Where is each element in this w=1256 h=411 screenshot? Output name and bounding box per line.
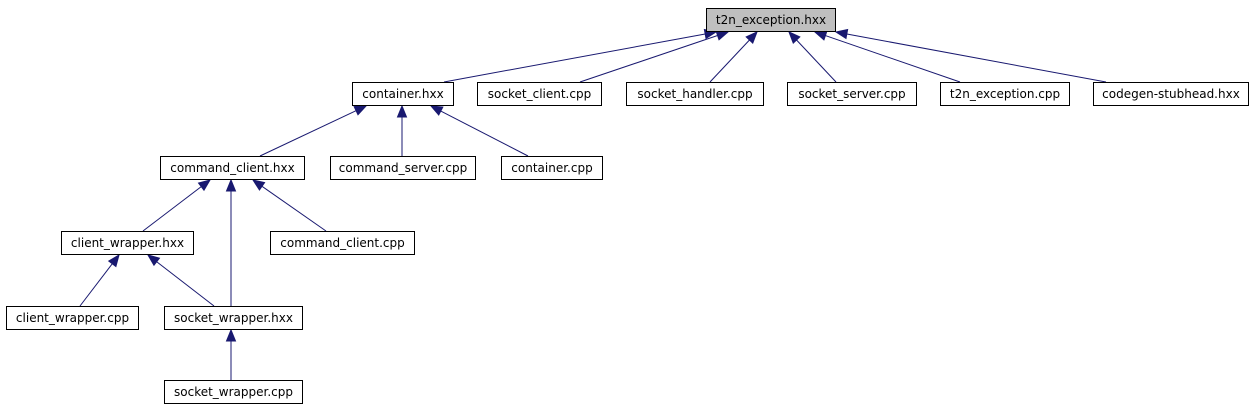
node-t2n-exception-hxx: t2n_exception.hxx <box>706 8 836 32</box>
arrowhead-icon <box>429 105 444 116</box>
edge-line <box>796 39 837 83</box>
node-socket-wrapper-hxx[interactable]: socket_wrapper.hxx <box>164 306 303 330</box>
arrowhead-icon <box>715 30 730 41</box>
edge-client-wrapper-cpp-to-client-wrapper-hxx <box>79 253 120 307</box>
node-command-client-hxx[interactable]: command_client.hxx <box>160 156 305 180</box>
edge-command-client-cpp-to-command-client-hxx <box>251 179 327 232</box>
edge-line <box>142 186 202 232</box>
node-command-client-cpp[interactable]: command_client.cpp <box>270 231 415 255</box>
arrowhead-icon <box>197 179 212 192</box>
edge-container-hxx-to-t2n-exception-hxx <box>443 28 718 83</box>
edge-container-cpp-to-container-hxx <box>429 105 529 157</box>
node-t2n-exception-cpp[interactable]: t2n_exception.cpp <box>940 82 1070 106</box>
arrowhead-icon <box>225 328 237 342</box>
edge-line <box>846 33 1107 83</box>
edge-client-wrapper-hxx-to-command-client-hxx <box>142 179 212 232</box>
edge-command-server-cpp-to-container-hxx <box>396 104 408 156</box>
edge-socket-handler-cpp-to-t2n-exception-hxx <box>709 31 758 83</box>
edge-codegen-stubhead-hxx-to-t2n-exception-hxx <box>834 28 1107 83</box>
edge-socket-wrapper-hxx-to-client-wrapper-hxx <box>146 254 215 307</box>
node-socket-server-cpp[interactable]: socket_server.cpp <box>787 82 917 106</box>
node-container-cpp[interactable]: container.cpp <box>501 156 603 180</box>
edge-line <box>579 35 718 83</box>
node-socket-wrapper-cpp[interactable]: socket_wrapper.cpp <box>164 380 303 404</box>
arrowhead-icon <box>251 179 266 191</box>
edge-line <box>259 110 357 157</box>
node-socket-handler-cpp[interactable]: socket_handler.cpp <box>626 82 764 106</box>
arrowhead-icon <box>146 254 161 267</box>
node-command-server-cpp[interactable]: command_server.cpp <box>330 156 476 180</box>
arrowhead-icon <box>745 31 758 44</box>
node-client-wrapper-hxx[interactable]: client_wrapper.hxx <box>61 231 194 255</box>
edge-command-client-hxx-to-container-hxx <box>259 105 368 157</box>
edge-line <box>79 263 113 307</box>
arrowhead-icon <box>225 178 237 192</box>
node-client-wrapper-cpp[interactable]: client_wrapper.cpp <box>6 306 139 330</box>
arrowhead-icon <box>788 31 801 44</box>
edge-line <box>156 261 215 307</box>
arrowhead-icon <box>396 104 408 118</box>
arrowhead-icon <box>813 30 828 41</box>
node-socket-client-cpp[interactable]: socket_client.cpp <box>477 82 602 106</box>
edge-line <box>825 35 961 83</box>
node-container-hxx[interactable]: container.hxx <box>352 82 454 106</box>
node-codegen-stubhead-hxx[interactable]: codegen-stubhead.hxx <box>1093 82 1249 106</box>
edge-socket-wrapper-hxx-to-command-client-hxx <box>225 178 237 306</box>
edge-t2n-exception-cpp-to-t2n-exception-hxx <box>813 30 961 83</box>
arrowhead-icon <box>353 105 368 116</box>
edge-line <box>443 33 706 83</box>
edge-line <box>709 39 750 83</box>
edge-socket-wrapper-cpp-to-socket-wrapper-hxx <box>225 328 237 380</box>
arrowhead-icon <box>107 253 120 268</box>
edge-line <box>440 110 529 157</box>
arrowhead-icon <box>834 28 849 40</box>
edge-socket-server-cpp-to-t2n-exception-hxx <box>788 31 837 83</box>
edge-line <box>261 185 327 232</box>
